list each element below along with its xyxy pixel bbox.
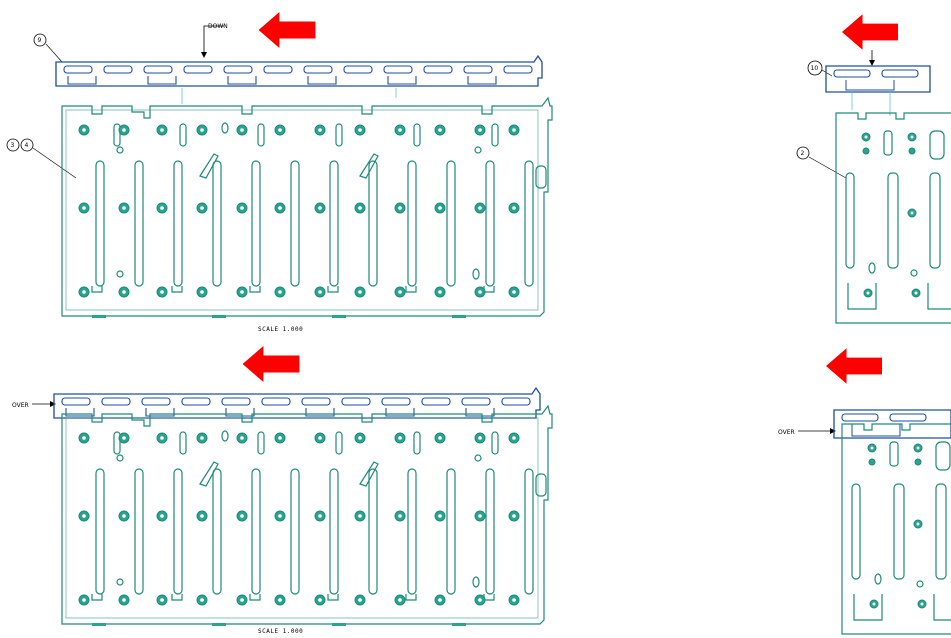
callout-9: [33, 33, 47, 47]
callout-2-text: 2: [801, 150, 805, 157]
callout-4-text: 4: [25, 142, 29, 149]
top-bar: [55, 55, 543, 87]
backplane-plate-top: [61, 97, 553, 319]
top-right-assembly: 10 2: [796, 14, 951, 324]
scale-label-top: SCALE 1.000: [258, 326, 303, 333]
scale-label-bottom: SCALE 1.000: [258, 628, 303, 635]
left-arrow-icon: [242, 346, 300, 382]
narrow-plate-bottom: [841, 423, 951, 635]
over-label-right: OVER: [778, 429, 795, 436]
callout-3-text: 3: [11, 142, 15, 149]
bottom-right-assembly: OVER: [778, 348, 951, 635]
over-label-left: OVER: [12, 402, 29, 409]
callout-10: [807, 60, 823, 76]
narrow-plate-top: [835, 112, 951, 324]
backplane-plate-bottom: [61, 405, 553, 627]
left-arrow-icon: [842, 14, 898, 50]
small-top-bar-installed: [833, 409, 951, 439]
small-top-bar: [825, 65, 931, 116]
callout-2: [796, 146, 810, 160]
down-label: DOWN: [208, 23, 228, 30]
callout-10-text: 10: [811, 65, 819, 72]
left-arrow-icon: [258, 12, 316, 48]
callout-4: [20, 138, 34, 152]
down-leader: [203, 25, 224, 56]
bottom-left-assembly: OVER SCALE 1.000: [12, 346, 553, 635]
left-arrow-icon: [826, 348, 882, 384]
top-left-assembly: DOWN 9 3 4 SCALE 1.000: [6, 12, 553, 333]
callout-3: [6, 138, 20, 152]
callout-9-text: 9: [38, 37, 42, 44]
